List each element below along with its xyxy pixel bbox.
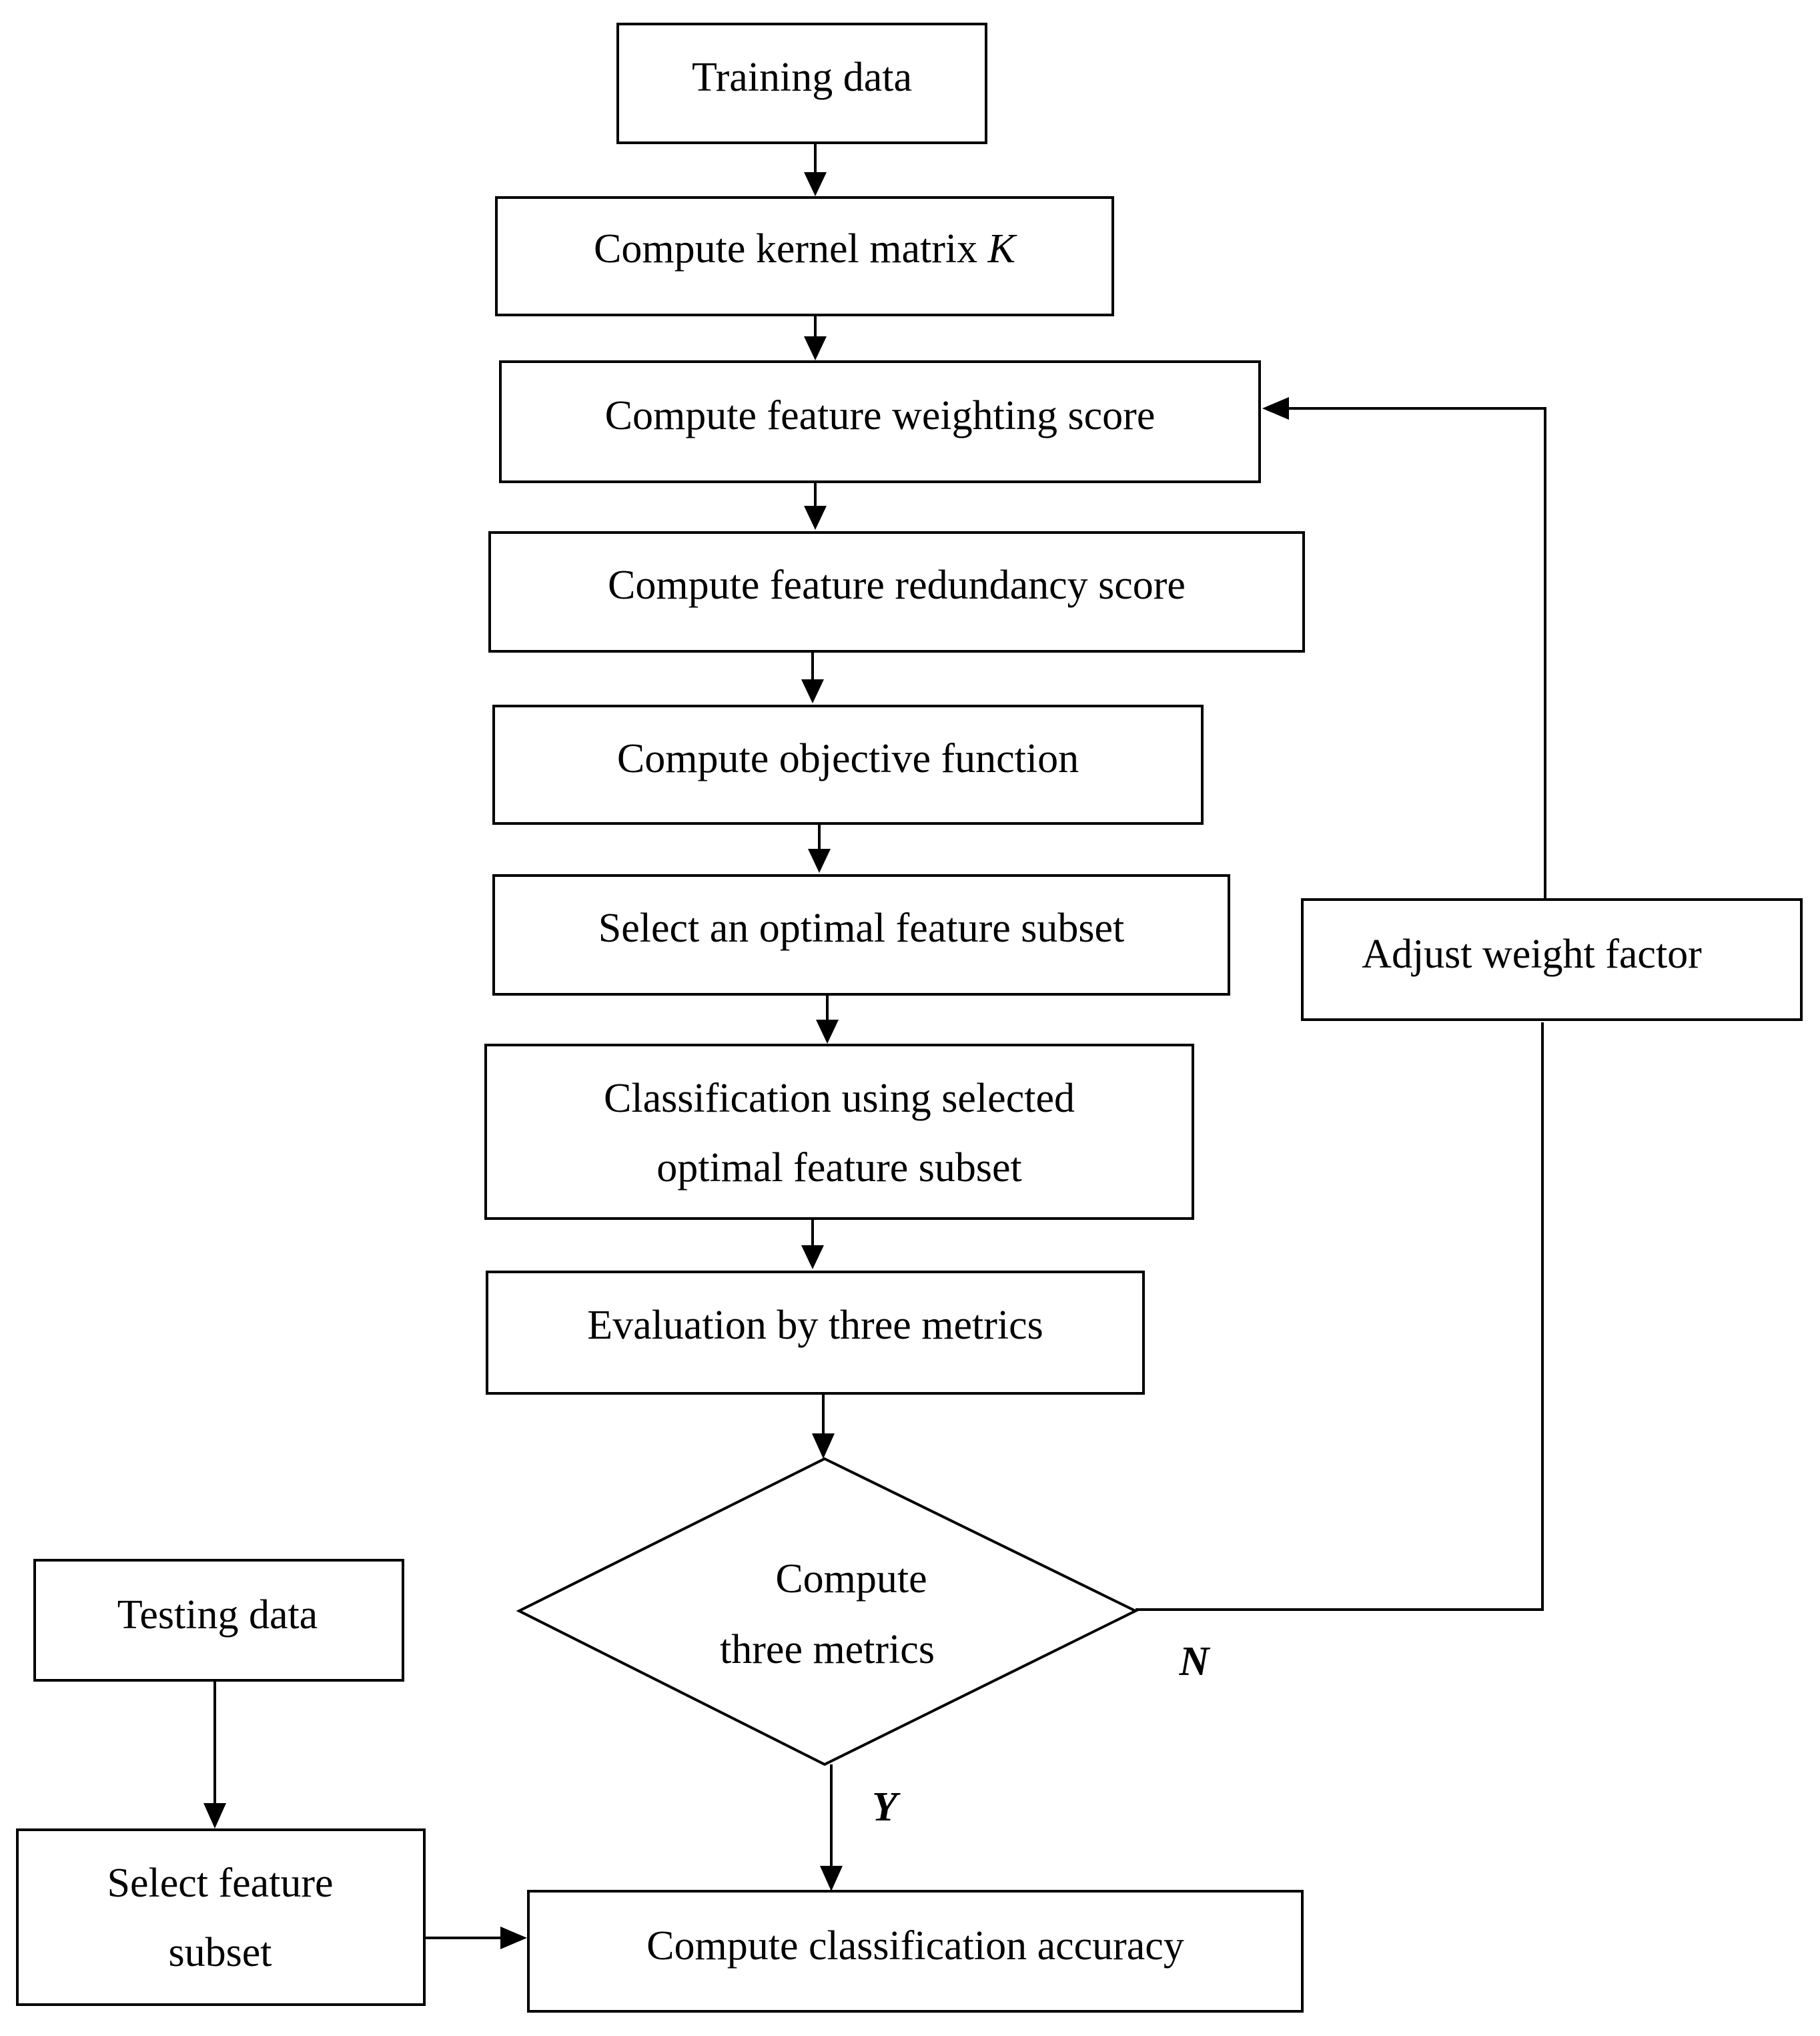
node-decision-line1: Compute: [775, 1556, 927, 1602]
node-select-feature-subset: Select feature subset: [16, 1828, 426, 2006]
edge-decision-to-accuracy: [820, 1764, 843, 1891]
node-testing-data-label: Testing data: [117, 1592, 318, 1638]
edge-adjust-to-weighting: [1262, 397, 1546, 898]
node-select-optimal-label: Select an optimal feature subset: [598, 906, 1125, 951]
node-classification-accuracy: Compute classification accuracy: [527, 1890, 1304, 2013]
node-feature-redundancy-label: Compute feature redundancy score: [608, 563, 1186, 608]
edge-training-to-kernel: [804, 143, 827, 196]
edges: [203, 143, 1546, 1949]
node-decision-line2: three metrics: [720, 1627, 935, 1672]
node-classification-accuracy-label: Compute classification accuracy: [646, 1923, 1184, 1969]
edge-select-subset-to-accuracy: [424, 1927, 527, 1949]
kernel-label-prefix: Compute kernel matrix: [594, 226, 988, 272]
edge-objective-to-select-optimal: [808, 823, 831, 873]
node-evaluation-label: Evaluation by three metrics: [587, 1303, 1043, 1348]
node-classification-using: Classification using selected optimal fe…: [484, 1044, 1194, 1220]
edge-decision-to-adjust: [1135, 1022, 1544, 1611]
node-select-optimal: Select an optimal feature subset: [492, 874, 1230, 996]
edge-evaluation-to-decision: [812, 1393, 835, 1459]
edge-weighting-to-redundancy: [804, 479, 827, 530]
node-feature-weighting: Compute feature weighting score: [499, 360, 1261, 483]
branch-label-no: N: [1179, 1639, 1211, 1684]
node-training-data-label: Training data: [692, 55, 912, 100]
node-adjust-weight-label: Adjust weight factor: [1362, 932, 1702, 977]
edge-redundancy-to-objective: [801, 651, 824, 703]
node-compute-kernel-label: Compute kernel matrix K: [594, 226, 1018, 272]
node-adjust-weight: Adjust weight factor: [1301, 898, 1803, 1021]
node-select-feature-subset-line2: subset: [169, 1930, 272, 1975]
edge-select-optimal-to-classification: [816, 994, 839, 1044]
node-decision: Compute three metrics: [516, 1457, 1139, 1766]
node-feature-weighting-label: Compute feature weighting score: [605, 393, 1156, 438]
node-classification-using-line1: Classification using selected: [604, 1076, 1075, 1121]
node-objective-function: Compute objective function: [492, 705, 1204, 825]
branch-label-yes: Y: [872, 1784, 901, 1830]
node-training-data: Training data: [616, 23, 987, 144]
node-classification-using-line2: optimal feature subset: [656, 1145, 1022, 1191]
node-testing-data: Testing data: [33, 1559, 404, 1682]
node-select-feature-subset-line1: Select feature: [107, 1860, 333, 1906]
node-evaluation: Evaluation by three metrics: [486, 1271, 1145, 1395]
node-feature-redundancy: Compute feature redundancy score: [488, 531, 1305, 653]
edge-testing-to-select-subset: [203, 1679, 226, 1828]
node-objective-function-label: Compute objective function: [617, 736, 1079, 781]
edge-classification-to-evaluation: [801, 1219, 824, 1269]
node-compute-kernel: Compute kernel matrix K: [495, 196, 1114, 316]
kernel-symbol: K: [987, 226, 1018, 272]
